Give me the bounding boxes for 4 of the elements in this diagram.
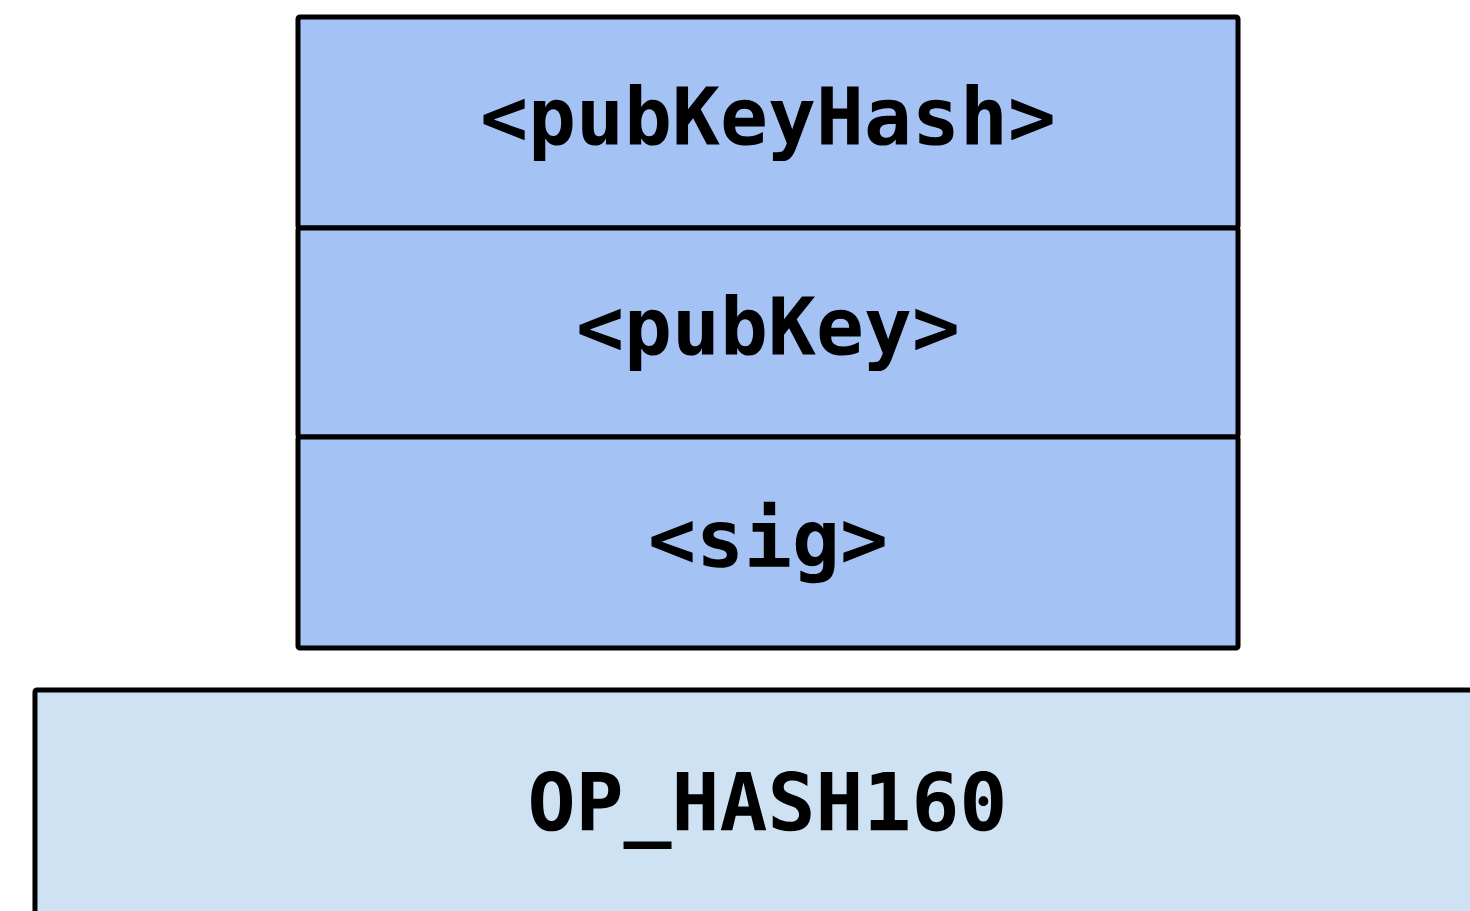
stack-item-box: <sig> <box>295 434 1241 651</box>
stack-item-box: <pubKey> <box>295 225 1241 440</box>
opcode-box: OP_HASH160 <box>32 687 1470 911</box>
stack-item-box: <pubKeyHash> <box>295 14 1241 231</box>
